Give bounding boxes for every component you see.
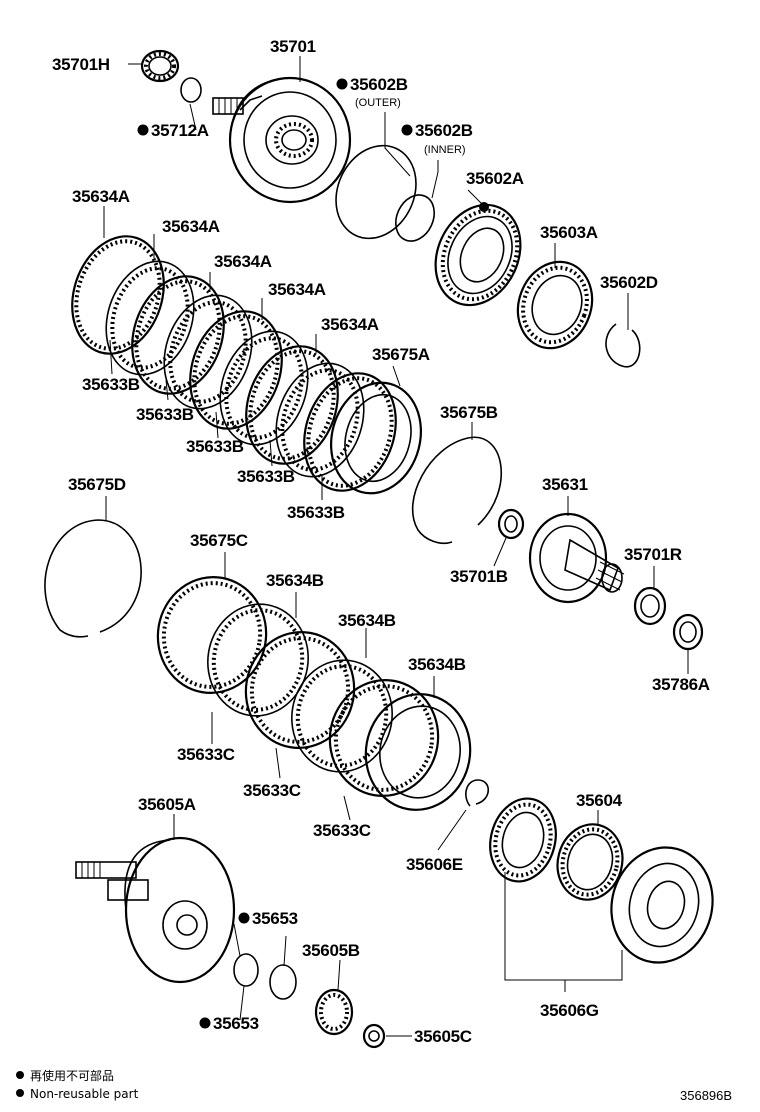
label-35675B: 35675B <box>440 403 498 422</box>
label-35602A: 35602A <box>466 169 524 188</box>
label-35604: 35604 <box>576 791 623 810</box>
non-reusable-dot <box>336 78 348 90</box>
label-35603A: 35603A <box>540 223 598 242</box>
non-reusable-dot <box>137 124 149 136</box>
part-35701R-bearing <box>633 586 667 626</box>
part-labels: 35701H 35701 35712A 35602B (OUTER) 35602… <box>52 37 710 1046</box>
label-35634A-5: 35634A <box>321 315 379 334</box>
legend: 再使用不可部品 Non-reusable part <box>16 1068 139 1101</box>
label-35701B: 35701B <box>450 567 508 586</box>
part-35701B-bearing <box>497 508 525 540</box>
label-35606E: 35606E <box>406 855 463 874</box>
label-35701: 35701 <box>270 37 316 56</box>
clutch-stack-upper <box>71 235 397 492</box>
label-35602B-outer: 35602B <box>350 75 408 94</box>
label-35633B-2: 35633B <box>136 405 194 424</box>
label-35634B-2: 35634B <box>338 611 396 630</box>
part-35605A-drum <box>75 836 236 984</box>
label-35634A-1: 35634A <box>72 187 130 206</box>
label-35634A-4: 35634A <box>268 280 326 299</box>
label-35633B-3: 35633B <box>186 437 244 456</box>
label-35633C-1: 35633C <box>177 745 235 764</box>
legend-dot <box>16 1071 24 1079</box>
label-35675C: 35675C <box>190 531 248 550</box>
label-35633C-2: 35633C <box>243 781 301 800</box>
label-35606G: 35606G <box>540 1001 599 1020</box>
note-inner: (INNER) <box>424 144 466 156</box>
part-35606E-snap-ring <box>465 779 490 807</box>
label-35701R: 35701R <box>624 545 682 564</box>
part-35606G-drum <box>610 846 714 964</box>
legend-dot <box>16 1089 24 1097</box>
label-35605A: 35605A <box>138 795 196 814</box>
part-35675D-snap-ring <box>44 519 142 638</box>
label-35633B-5: 35633B <box>287 503 345 522</box>
label-35653-a: 35653 <box>252 909 298 928</box>
label-35602B-inner: 35602B <box>415 121 473 140</box>
part-35604-assembly <box>489 797 624 901</box>
label-35634B-3: 35634B <box>408 655 466 674</box>
label-35602D: 35602D <box>600 273 658 292</box>
part-35675A-flange <box>329 381 423 495</box>
part-35712A-washer <box>180 77 202 103</box>
part-35631-hub <box>528 512 625 604</box>
legend-line-en: Non-reusable part <box>30 1087 139 1101</box>
leader-lines <box>103 56 689 1037</box>
label-35634A-2: 35634A <box>162 217 220 236</box>
label-35605B: 35605B <box>302 941 360 960</box>
part-35602A-piston <box>434 203 522 307</box>
part-35603A-spring-retainer <box>516 260 594 350</box>
label-35634A-3: 35634A <box>214 252 272 271</box>
non-reusable-dot <box>479 202 489 212</box>
part-35653-o-rings <box>233 953 297 1000</box>
clutch-stack-lower <box>156 576 472 811</box>
part-35701H-bearing <box>140 49 180 83</box>
part-35602D-snap-ring <box>605 323 641 368</box>
part-35786A-washer <box>672 613 704 651</box>
label-35675D: 35675D <box>68 475 126 494</box>
part-35602B-outer-seal <box>335 144 417 240</box>
part-35675B-snap-ring <box>412 436 502 545</box>
part-35605B-bearing <box>314 988 354 1036</box>
figure-code: 356896B <box>680 1088 732 1103</box>
label-35712A: 35712A <box>151 121 209 140</box>
legend-line-jp: 再使用不可部品 <box>30 1068 114 1083</box>
label-35634B-1: 35634B <box>266 571 324 590</box>
label-35633B-1: 35633B <box>82 375 140 394</box>
part-35605C-bushing <box>362 1023 386 1049</box>
label-35701H: 35701H <box>52 55 110 74</box>
note-outer: (OUTER) <box>355 97 401 109</box>
label-35675A: 35675A <box>372 345 430 364</box>
label-35631: 35631 <box>542 475 588 494</box>
label-35653-b: 35653 <box>213 1014 259 1033</box>
non-reusable-dot <box>401 124 413 136</box>
non-reusable-dot <box>199 1017 211 1029</box>
non-reusable-dot <box>238 912 250 924</box>
part-35701-clutch-drum <box>212 76 352 204</box>
label-35633B-4: 35633B <box>237 467 295 486</box>
label-35633C-3: 35633C <box>313 821 371 840</box>
label-35605C: 35605C <box>414 1027 472 1046</box>
part-35602B-inner-seal <box>394 194 436 242</box>
label-35786A: 35786A <box>652 675 710 694</box>
